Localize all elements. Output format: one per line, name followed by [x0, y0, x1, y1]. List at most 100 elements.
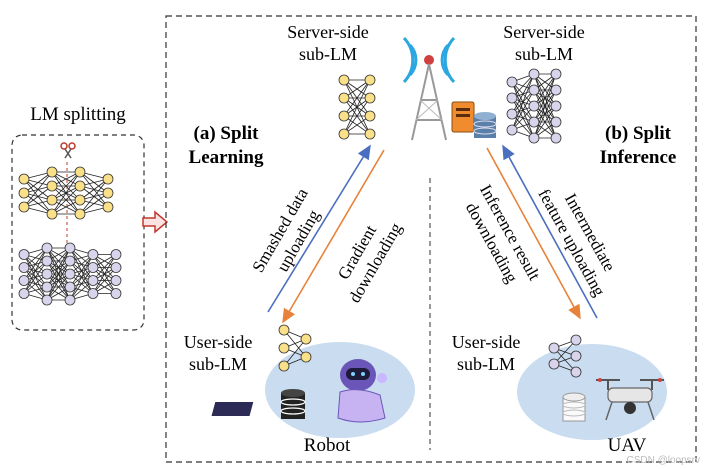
network-node	[64, 268, 76, 280]
network-edge	[511, 105, 535, 131]
network-node	[87, 288, 99, 299]
network-node	[506, 76, 518, 88]
database-icon-uav	[562, 392, 586, 422]
network-edge	[553, 339, 577, 365]
database-icon-server	[473, 112, 497, 138]
network-node	[278, 342, 290, 354]
network-node	[528, 132, 540, 144]
network-node	[550, 84, 562, 96]
network-node	[64, 255, 76, 267]
network-edge	[69, 254, 94, 301]
network-node	[278, 324, 290, 336]
network-edge	[79, 178, 109, 201]
si-server-label-line2: sub-LM	[515, 44, 573, 64]
network-node	[41, 281, 53, 293]
network-node	[46, 180, 58, 192]
robot-icon	[211, 359, 387, 423]
network-node	[528, 116, 540, 128]
lm-splitting-panel: LM splitting	[11, 104, 145, 331]
network-edge	[23, 260, 48, 294]
network-node	[41, 268, 53, 280]
network-node	[338, 92, 350, 104]
network-edge	[511, 73, 535, 115]
network-node	[528, 68, 540, 80]
network-node	[18, 201, 30, 213]
sl-server-label-line1: Server-side	[287, 22, 369, 42]
database-icon-robot	[280, 389, 306, 419]
network-node	[528, 84, 540, 96]
network-node	[506, 124, 518, 136]
network-node	[41, 255, 53, 267]
network-edge	[51, 171, 81, 201]
network-node	[18, 187, 30, 199]
network-node	[64, 242, 76, 254]
network-node	[74, 194, 86, 206]
drone-icon	[596, 378, 664, 421]
robot-label: Robot	[304, 435, 351, 456]
network-node	[64, 294, 76, 306]
sl-user-label-line2: sub-LM	[189, 354, 247, 374]
network-node	[110, 262, 122, 273]
si-title-line2: Inference	[600, 147, 677, 168]
network-node	[74, 166, 86, 178]
network-edge	[343, 79, 371, 135]
network-node	[46, 208, 58, 220]
network-node	[18, 262, 30, 273]
network-node	[364, 128, 376, 140]
network-node	[102, 201, 114, 213]
network-node	[570, 334, 582, 346]
sl-download-arrow	[282, 149, 385, 324]
network-node	[102, 187, 114, 199]
network-node	[18, 275, 30, 286]
yellow-network-icon	[18, 166, 114, 220]
network-node	[506, 108, 518, 120]
network-edge	[69, 254, 94, 288]
si-user-label-line1: User-side	[452, 332, 521, 352]
network-node	[87, 262, 99, 273]
network-node	[74, 208, 86, 220]
network-edge	[23, 185, 53, 208]
sl-server-network-icon	[338, 74, 376, 140]
network-edge	[533, 73, 557, 123]
network-edge	[46, 273, 71, 301]
network-edge	[533, 89, 557, 139]
network-edge	[23, 247, 48, 294]
network-edge	[69, 267, 94, 301]
uav-label: UAV	[608, 435, 647, 456]
network-node	[506, 92, 518, 104]
network-node	[87, 249, 99, 260]
lm-splitting-title: LM splitting	[30, 104, 126, 125]
network-node	[18, 173, 30, 185]
si-title-line1: (b) Split	[605, 123, 672, 144]
scissors-icon	[60, 142, 76, 159]
network-node	[18, 249, 30, 260]
network-node	[338, 74, 350, 86]
network-edge	[23, 247, 48, 281]
network-edge	[92, 254, 117, 281]
network-node	[570, 350, 582, 362]
sl-upload-arrow	[267, 144, 371, 313]
network-node	[364, 110, 376, 122]
network-node	[548, 342, 560, 354]
purple-network-icon	[18, 242, 122, 306]
network-node	[300, 351, 312, 363]
network-node	[550, 132, 562, 144]
network-edge	[533, 105, 557, 139]
network-node	[528, 100, 540, 112]
network-edge	[343, 79, 371, 117]
server-icon	[451, 101, 475, 133]
si-user-network-icon	[548, 334, 582, 378]
si-server-label-line1: Server-side	[503, 22, 585, 42]
network-node	[64, 281, 76, 293]
network-edge	[23, 171, 53, 194]
network-node	[278, 360, 290, 372]
network-node	[41, 242, 53, 254]
network-edge	[46, 247, 71, 288]
network-node	[548, 358, 560, 370]
antenna-tower-icon	[402, 36, 456, 141]
network-edge	[79, 178, 109, 215]
network-node	[102, 173, 114, 185]
network-node	[570, 366, 582, 378]
network-edge	[46, 260, 71, 301]
network-edge	[533, 73, 557, 107]
